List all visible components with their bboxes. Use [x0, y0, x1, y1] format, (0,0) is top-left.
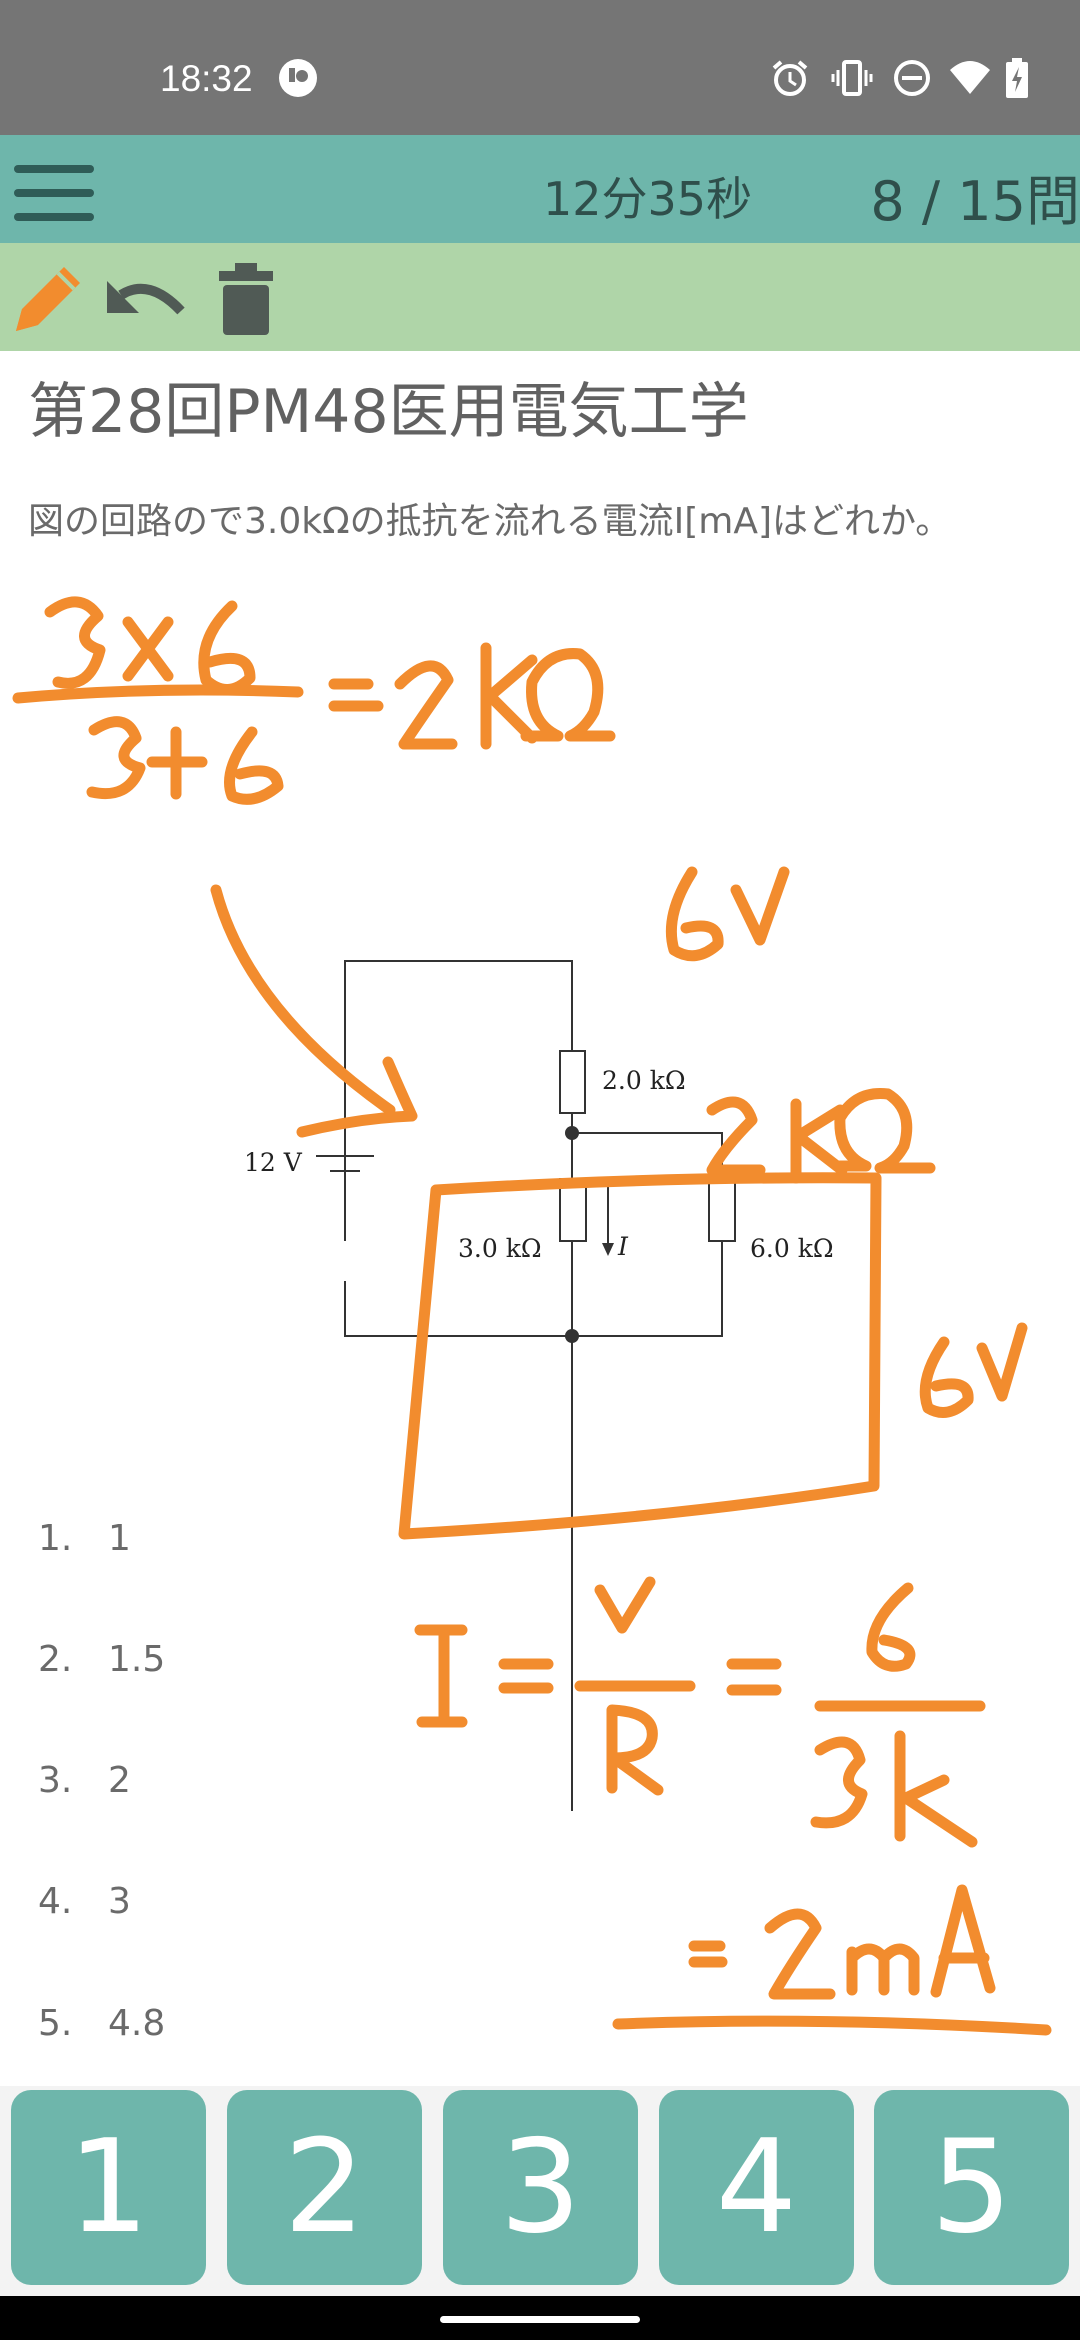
battery-label: 12 V — [244, 1148, 303, 1177]
system-nav-bar — [0, 2296, 1080, 2340]
wifi-icon — [948, 58, 992, 98]
status-time: 18:32 — [160, 58, 253, 99]
answer-button-5[interactable]: 5 — [874, 2090, 1069, 2285]
choice-2: 2.1.5 — [38, 1639, 166, 1680]
menu-icon[interactable] — [14, 165, 94, 221]
status-bar: 18:32 — [0, 0, 1080, 135]
elapsed-timer: 12分35秒 — [543, 172, 753, 226]
undo-icon[interactable] — [102, 257, 186, 341]
current-label: I — [617, 1232, 629, 1261]
question-text: 図の回路ので3.0kΩの抵抗を流れる電流I[mA]はどれか。 — [28, 501, 952, 542]
trash-icon[interactable] — [204, 257, 288, 341]
answer-button-3[interactable]: 3 — [443, 2090, 638, 2285]
question-counter: 8 / 15問 — [870, 170, 1080, 233]
home-gesture-handle[interactable] — [440, 2316, 640, 2323]
app-header: 12分35秒 8 / 15問 — [0, 135, 1080, 243]
choice-1: 1.1 — [38, 1518, 131, 1559]
choice-5: 5.4.8 — [38, 2003, 166, 2044]
answer-button-2[interactable]: 2 — [227, 2090, 422, 2285]
drawing-toolbar — [0, 243, 1080, 351]
choice-3: 3.2 — [38, 1760, 131, 1801]
do-not-disturb-icon — [892, 58, 932, 98]
vibrate-icon — [830, 58, 874, 98]
r3-label: 6.0 kΩ — [750, 1234, 834, 1263]
choice-4: 4.3 — [38, 1881, 131, 1922]
pencil-icon[interactable] — [6, 257, 90, 341]
question-title: 第28回PM48医用電気工学 — [28, 377, 749, 447]
battery-charging-icon — [1004, 58, 1030, 98]
r2-label: 3.0 kΩ — [458, 1234, 542, 1263]
circuit-diagram: 12 V 2.0 kΩ 3.0 kΩ 6.0 kΩ I — [244, 960, 834, 1811]
alarm-icon — [770, 58, 810, 98]
question-area: 第28回PM48医用電気工学 図の回路ので3.0kΩの抵抗を流れる電流I[mA]… — [0, 351, 1080, 2086]
answer-button-4[interactable]: 4 — [659, 2090, 854, 2285]
r1-label: 2.0 kΩ — [602, 1066, 686, 1095]
app-notification-icon — [278, 58, 318, 98]
answer-button-1[interactable]: 1 — [11, 2090, 206, 2285]
